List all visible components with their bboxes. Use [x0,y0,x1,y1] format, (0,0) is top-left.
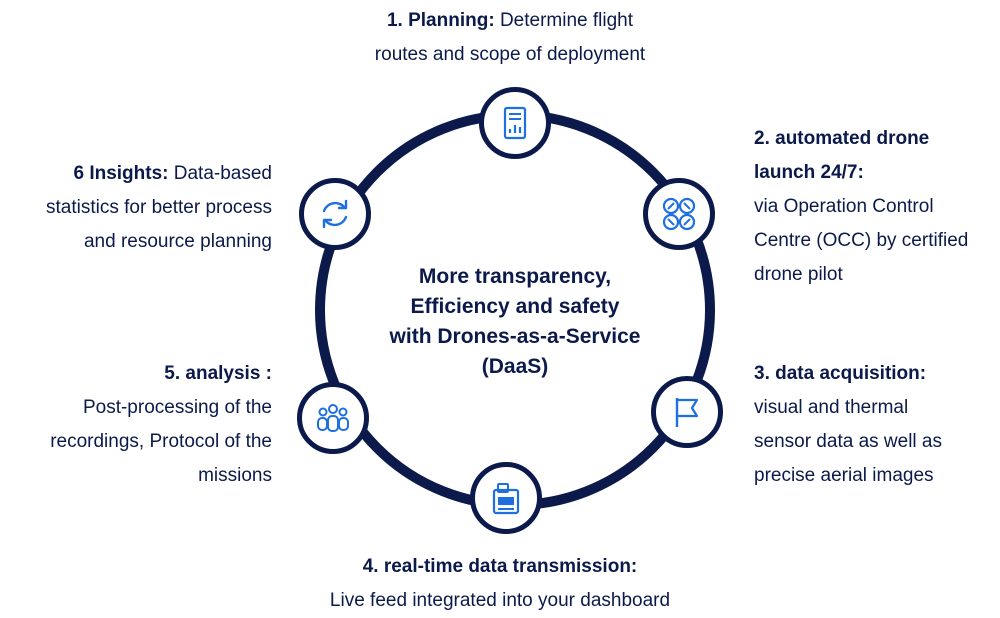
step-acquisition-text: 3. data acquisition: visual and thermal … [754,357,994,493]
diagram-center-title: More transparency, Efficiency and safety… [360,262,670,382]
center-title-line-2: Efficiency and safety [410,295,620,318]
step-launch-desc-2: Centre (OCC) by certified [754,230,969,251]
step-planning-desc-1: Determine flight [499,10,634,31]
node-analysis [297,382,369,454]
step-planning-title: 1. Planning: [386,10,495,31]
step-launch-title-1: 2. automated drone [754,128,930,149]
center-title-line-1: More transparency, [418,265,612,288]
dashboard-icon [492,483,520,515]
step-analysis-text: 5. analysis : Post-processing of the rec… [10,357,272,493]
step-analysis-desc-2: recordings, Protocol of the [50,431,272,452]
node-transmission [470,462,542,534]
step-acquisition-desc-1: visual and thermal [754,397,909,418]
step-transmission-desc-1: Live feed integrated into your dashboard [329,590,671,611]
step-analysis-title: 5. analysis : [164,363,272,384]
step-launch-desc-1: via Operation Control [754,196,934,217]
step-insights-title: 6 Insights: [73,163,169,184]
node-acquisition [651,376,723,448]
step-launch-desc-3: drone pilot [754,264,843,285]
step-planning-desc-2: routes and scope of deployment [374,44,646,65]
step-transmission-title: 4. real-time data transmission: [362,556,638,577]
step-insights-text: 6 Insights: Data-based statistics for be… [5,157,272,259]
flag-icon [675,398,699,427]
step-acquisition-desc-2: sensor data as well as [754,431,942,452]
drone-icon [662,197,696,231]
team-icon [317,404,349,432]
report-icon [503,106,527,140]
node-launch [643,178,715,250]
step-launch-title-2: launch 24/7: [754,162,864,183]
center-title-line-3: with Drones-as-a-Service [389,325,641,348]
step-planning-text: 1. Planning: Determine flight routes and… [320,4,700,72]
step-analysis-desc-1: Post-processing of the [82,397,272,418]
step-acquisition-title: 3. data acquisition: [754,363,927,384]
center-title-line-4: (DaaS) [481,355,549,378]
step-insights-desc-1: Data-based [173,163,272,184]
node-planning [479,87,551,159]
step-acquisition-desc-3: precise aerial images [754,465,934,486]
refresh-icon [322,199,348,229]
step-transmission-text: 4. real-time data transmission: Live fee… [290,550,710,618]
node-insights [299,178,371,250]
step-insights-desc-3: and resource planning [83,231,272,252]
step-analysis-desc-3: missions [198,465,272,486]
step-insights-desc-2: statistics for better process [46,197,272,218]
step-launch-text: 2. automated drone launch 24/7: via Oper… [754,122,994,292]
